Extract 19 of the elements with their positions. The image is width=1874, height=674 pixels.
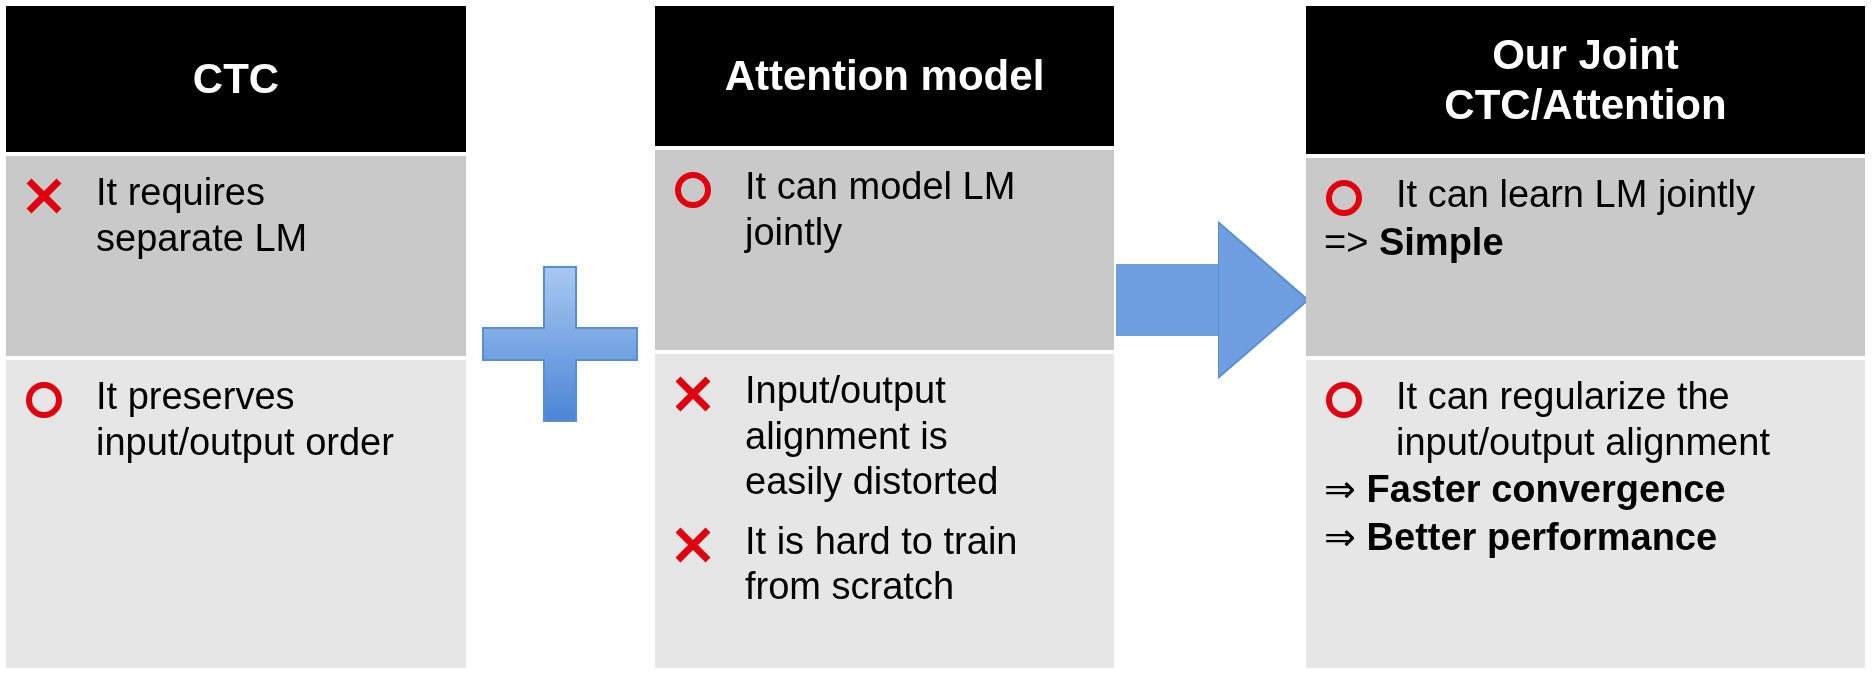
cell-text: => Simple: [1324, 220, 1504, 263]
table-cell: [6, 156, 466, 356]
cell-text: It can regularize the input/output alignment: [1396, 375, 1770, 463]
column-header: Our Joint CTC/Attention: [1306, 6, 1865, 154]
cell-text: It is hard to train from scratch: [745, 519, 1018, 608]
cell-text: ⇒ Better performance: [1324, 515, 1718, 558]
table-cell: [655, 150, 1114, 350]
table-cell: [6, 360, 466, 668]
cell-text: Input/output alignment is easily distorted: [745, 369, 999, 503]
table-cell: [1306, 360, 1865, 668]
column-header: CTC: [6, 6, 466, 152]
column-header: Attention model: [655, 6, 1114, 146]
cell-text: It preserves input/output order: [96, 375, 394, 463]
cell-text: It can model LM jointly: [745, 165, 1016, 253]
cell-text: It can learn LM jointly: [1396, 173, 1756, 215]
cell-text: It requires separate LM: [96, 171, 308, 259]
table-cell: [655, 354, 1114, 668]
cell-text: ⇒ Faster convergence: [1324, 468, 1726, 511]
table-cell: [1306, 158, 1865, 356]
